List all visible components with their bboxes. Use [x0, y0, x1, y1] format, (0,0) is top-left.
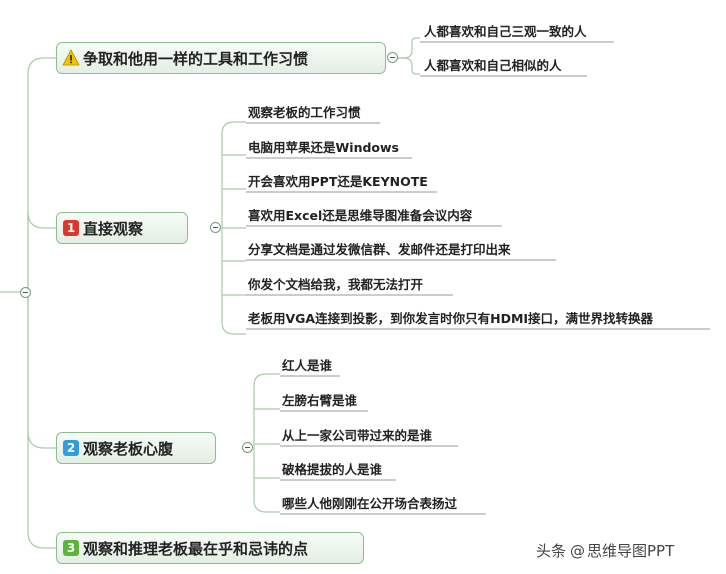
leaf-item: 开会喜欢用PPT还是KEYNOTE	[248, 174, 428, 189]
branch-label: 观察和推理老板最在乎和忌讳的点	[83, 539, 309, 558]
root-collapse-toggle[interactable]	[20, 287, 31, 298]
branch-2-collapse-toggle[interactable]	[210, 222, 221, 233]
leaf-item: 电脑用苹果还是Windows	[248, 140, 399, 155]
leaf-item: 哪些人他刚刚在公开场合表扬过	[282, 496, 458, 511]
watermark-at: @	[570, 542, 586, 560]
number-badge-2: 2	[63, 440, 79, 456]
branch-boss-concerns[interactable]: 3 观察和推理老板最在乎和忌讳的点	[56, 532, 364, 564]
leaf-item: 喜欢用Excel还是思维导图准备会议内容	[248, 208, 473, 223]
leaf-item: 人都喜欢和自己三观一致的人	[424, 24, 587, 39]
watermark-name: 思维导图PPT	[587, 542, 675, 560]
leaf-item: 左膀右臂是谁	[282, 393, 358, 408]
leaf-item: 人都喜欢和自己相似的人	[424, 58, 562, 73]
leaf-item: 破格提拔的人是谁	[282, 462, 383, 477]
branch-label: 观察老板心腹	[83, 439, 174, 458]
leaf-item: 观察老板的工作习惯	[248, 105, 361, 120]
branch-label: 直接观察	[83, 219, 144, 238]
branch-1-collapse-toggle[interactable]	[387, 52, 398, 63]
leaf-item: 红人是谁	[282, 358, 333, 373]
number-badge-1: 1	[63, 220, 79, 236]
branch-same-tools[interactable]: 争取和他用一样的工具和工作习惯	[56, 42, 386, 74]
branch-label: 争取和他用一样的工具和工作习惯	[83, 49, 309, 68]
branch-3-collapse-toggle[interactable]	[242, 442, 253, 453]
leaf-item: 你发个文档给我，我都无法打开	[248, 277, 424, 292]
number-badge-3: 3	[63, 540, 79, 556]
leaf-item: 老板用VGA连接到投影，到你发言时你只有HDMI接口，满世界找转换器	[248, 311, 654, 326]
branch-boss-confidants[interactable]: 2 观察老板心腹	[56, 432, 216, 464]
watermark-prefix: 头条	[536, 542, 567, 560]
branch-direct-observation[interactable]: 1 直接观察	[56, 212, 188, 244]
warning-icon	[62, 49, 80, 66]
watermark: 头条@思维导图PPT	[536, 540, 674, 561]
leaf-item: 分享文档是通过发微信群、发邮件还是打印出来	[248, 242, 511, 257]
leaf-item: 从上一家公司带过来的是谁	[282, 428, 433, 443]
